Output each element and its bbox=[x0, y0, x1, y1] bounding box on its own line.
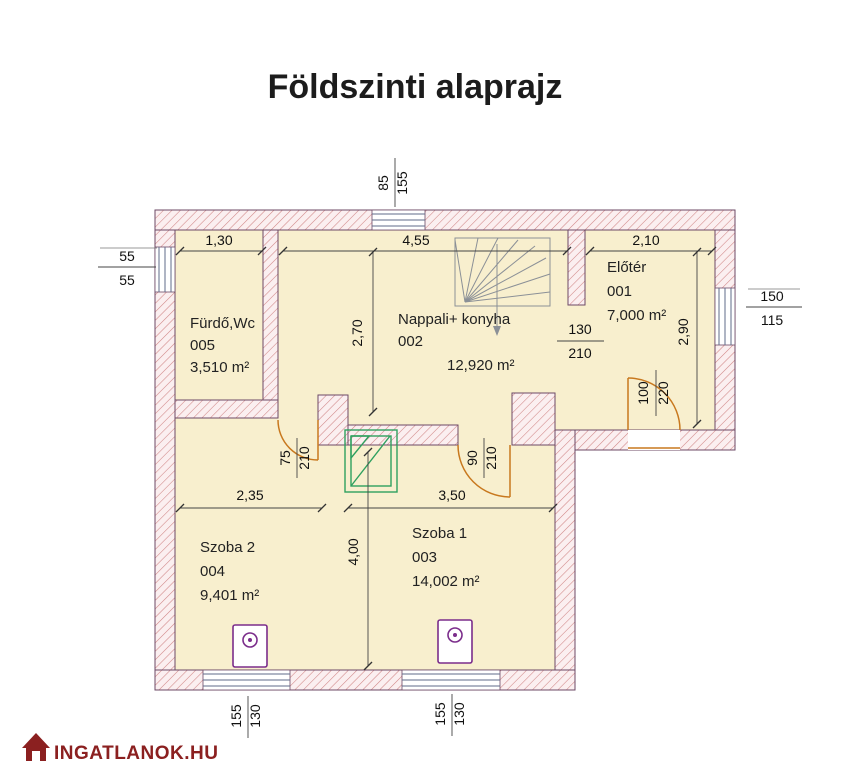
kitchen-sink-fixture bbox=[344, 429, 398, 493]
dim-left-window-w: 55 bbox=[119, 248, 135, 264]
wall-mid-right bbox=[511, 392, 556, 446]
dim-szoba2-width: 2,35 bbox=[236, 487, 263, 503]
door-entry bbox=[627, 377, 681, 450]
dim-top-window-w: 85 bbox=[375, 175, 391, 191]
dim-top-window-h: 155 bbox=[394, 171, 410, 195]
room-szoba2-area: 9,401 m² bbox=[200, 587, 259, 604]
door-szoba1 bbox=[457, 444, 511, 498]
room-furdo-number: 005 bbox=[190, 337, 215, 354]
wall-stair-stub bbox=[567, 229, 586, 306]
dim-entry-h: 220 bbox=[655, 381, 671, 405]
window-szoba2 bbox=[202, 669, 291, 691]
dim-eloter-width: 2,10 bbox=[632, 232, 659, 248]
room-labels: Fürdő,Wc 005 3,510 m² Nappali+ konyha 00… bbox=[190, 259, 666, 604]
dim-szoba1-door-h: 210 bbox=[483, 446, 499, 470]
window-top bbox=[371, 209, 426, 231]
room-szoba1-name: Szoba 1 bbox=[412, 525, 467, 542]
room-furdo-area: 3,510 m² bbox=[190, 359, 249, 376]
room-szoba1-area: 14,002 m² bbox=[412, 573, 480, 590]
dim-szoba1-depth: 4,00 bbox=[345, 538, 361, 565]
page-title: Földszinti alaprajz bbox=[268, 68, 563, 106]
dim-right-window-w: 150 bbox=[760, 288, 784, 304]
dimension-texts: 1,30 4,55 2,10 55 55 150 115 85 155 2,70… bbox=[119, 171, 784, 728]
room-eloter-number: 001 bbox=[607, 283, 632, 300]
wall-szoba1-right bbox=[554, 429, 576, 691]
window-right bbox=[714, 287, 736, 346]
brand-logo: INGATLANOK.HU bbox=[22, 733, 218, 764]
room-label-szoba1: Szoba 1 003 14,002 m² bbox=[412, 525, 480, 590]
room-szoba1-number: 003 bbox=[412, 549, 437, 566]
dim-nappali-width: 4,55 bbox=[402, 232, 429, 248]
room-label-nappali: Nappali+ konyha 002 12,920 m² bbox=[398, 311, 515, 374]
room-nappali-number: 002 bbox=[398, 333, 423, 350]
dim-passage-w: 130 bbox=[568, 321, 592, 337]
room-szoba2-number: 004 bbox=[200, 563, 225, 580]
brand-name: INGATLANOK.HU bbox=[54, 743, 218, 764]
wall-left bbox=[154, 229, 176, 691]
dim-bath-door-w: 75 bbox=[277, 450, 293, 466]
dim-left-window-h: 55 bbox=[119, 272, 135, 288]
room-nappali-area: 12,920 m² bbox=[447, 357, 515, 374]
door-bath bbox=[277, 419, 319, 461]
room-eloter-name: Előtér bbox=[607, 259, 646, 276]
dim-szoba1-door-w: 90 bbox=[464, 450, 480, 466]
dim-szoba1-window-w: 155 bbox=[432, 702, 448, 726]
dimension-lines bbox=[98, 158, 802, 738]
wall-pillar bbox=[317, 394, 349, 446]
room-label-szoba2: Szoba 2 004 9,401 m² bbox=[200, 539, 259, 604]
dim-szoba1-width: 3,50 bbox=[438, 487, 465, 503]
dim-passage-h: 210 bbox=[568, 345, 592, 361]
dim-bath-door-h: 210 bbox=[296, 446, 312, 470]
dim-szoba2-window-w: 155 bbox=[228, 704, 244, 728]
house-icon bbox=[22, 733, 50, 761]
room-eloter-area: 7,000 m² bbox=[607, 307, 666, 324]
dim-eloter-depth: 2,90 bbox=[675, 318, 691, 345]
windows bbox=[154, 209, 736, 691]
room-szoba2-name: Szoba 2 bbox=[200, 539, 255, 556]
dim-furdo-width: 1,30 bbox=[205, 232, 232, 248]
dim-szoba1-window-h: 130 bbox=[451, 702, 467, 726]
room-nappali-name: Nappali+ konyha bbox=[398, 311, 511, 328]
doors bbox=[277, 377, 681, 498]
window-left bbox=[154, 246, 176, 293]
room-label-eloter: Előtér 001 7,000 m² bbox=[607, 259, 666, 324]
heater-szoba1 bbox=[437, 619, 473, 664]
heater-szoba2 bbox=[232, 624, 268, 668]
wall-top bbox=[154, 209, 736, 231]
room-furdo-name: Fürdő,Wc bbox=[190, 315, 256, 332]
wall-bath-bottom bbox=[174, 399, 279, 419]
room-label-furdo: Fürdő,Wc 005 3,510 m² bbox=[190, 315, 256, 376]
dim-szoba2-window-h: 130 bbox=[247, 704, 263, 728]
dim-entry-w: 100 bbox=[635, 381, 651, 405]
window-szoba1 bbox=[401, 669, 501, 691]
dim-right-window-h: 115 bbox=[761, 312, 784, 328]
dim-nappali-depth: 2,70 bbox=[349, 319, 365, 346]
wall-bath-right bbox=[262, 229, 279, 419]
stairs bbox=[454, 237, 551, 336]
